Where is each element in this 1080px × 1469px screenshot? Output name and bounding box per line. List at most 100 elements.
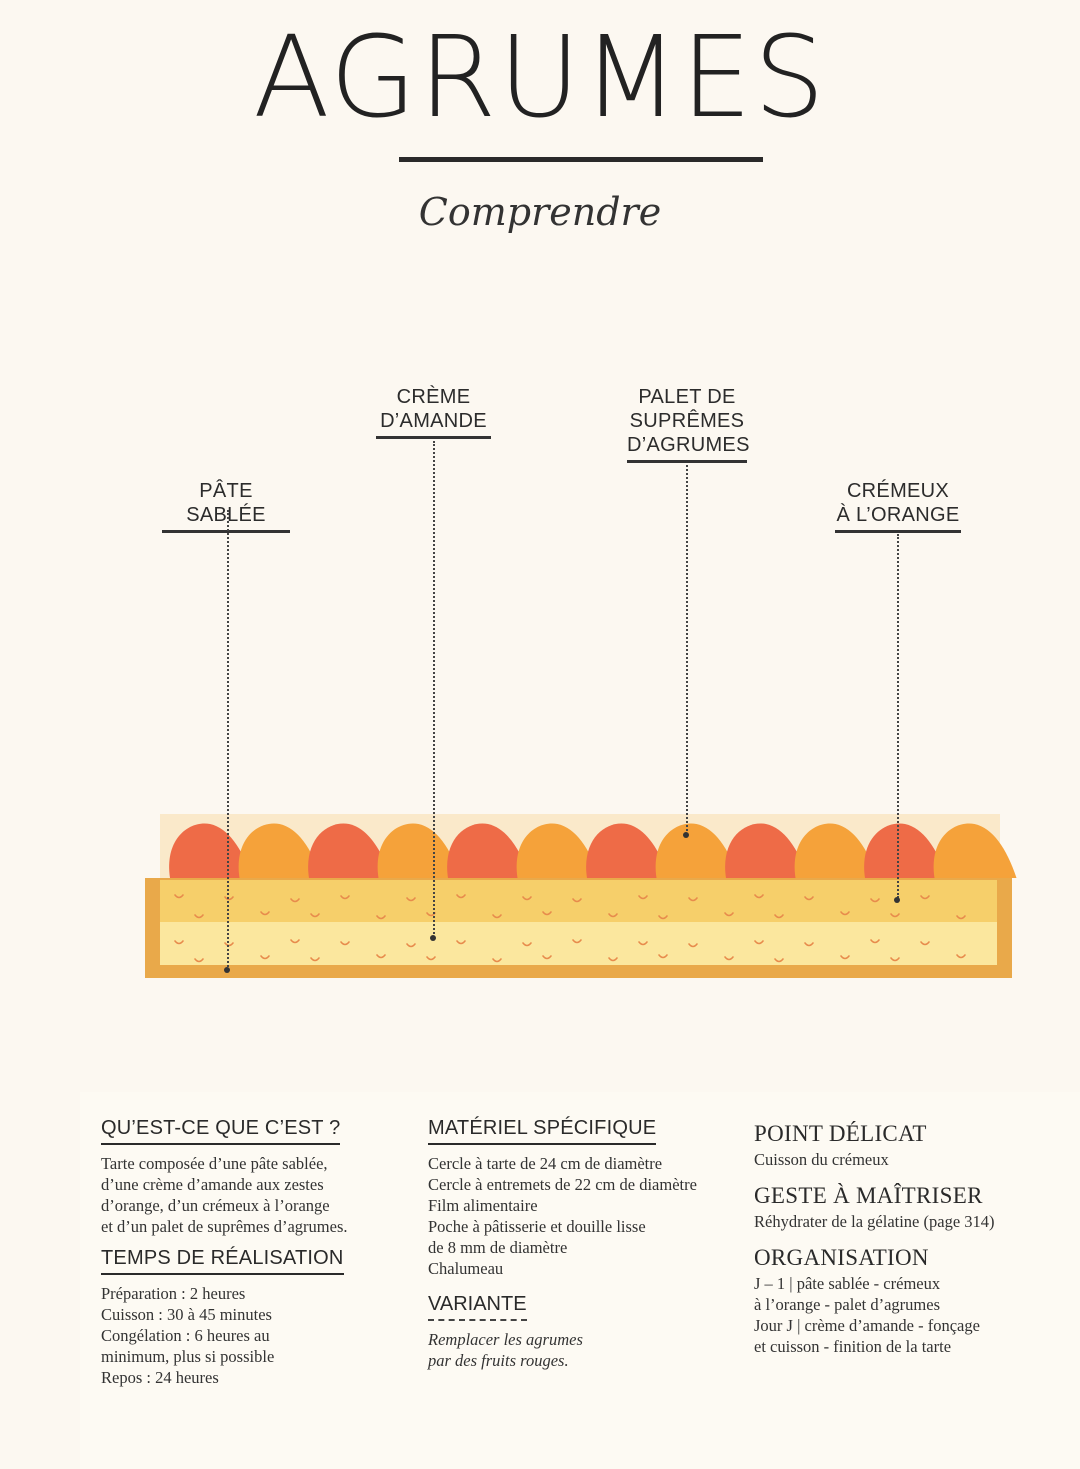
materiel-heading: MATÉRIEL SPÉCIFIQUE bbox=[428, 1117, 657, 1145]
leader-cremeux bbox=[897, 534, 899, 898]
zest-fleck bbox=[406, 897, 416, 902]
citrus-segment bbox=[169, 823, 252, 878]
leader-creme-amande bbox=[433, 441, 435, 938]
zest-fleck bbox=[754, 894, 764, 899]
materiel-text: Cercle à tarte de 24 cm de diamètre Cerc… bbox=[428, 1153, 697, 1279]
label-line: D’AMANDE bbox=[380, 410, 487, 432]
zest-fleck bbox=[774, 914, 784, 919]
citrus-segment bbox=[516, 823, 600, 878]
label-underline bbox=[627, 460, 747, 463]
zest-fleck bbox=[724, 956, 734, 961]
citrus-segment bbox=[586, 823, 669, 878]
time-text: Préparation : 2 heures Cuisson : 30 à 45… bbox=[101, 1283, 348, 1388]
time-line: Préparation : 2 heures bbox=[101, 1284, 246, 1303]
label-line: D’AGRUMES bbox=[627, 434, 750, 456]
zest-fleck bbox=[290, 898, 300, 903]
zest-fleck bbox=[426, 956, 436, 961]
label-line: PALET DE bbox=[638, 386, 736, 408]
citrus-segments bbox=[169, 823, 1017, 878]
zest-fleck bbox=[376, 954, 386, 959]
materiel-line: Poche à pâtisserie et douille lisse bbox=[428, 1217, 646, 1236]
label-line: CRÈME bbox=[396, 386, 471, 408]
zest-fleck bbox=[340, 895, 350, 900]
what-line: Tarte composée d’une pâte sablée, bbox=[101, 1154, 328, 1173]
info-column-1: QU’EST-CE QUE C’EST ? Tarte composée d’u… bbox=[101, 1117, 348, 1388]
materiel-line: Cercle à tarte de 24 cm de diamètre bbox=[428, 1154, 663, 1173]
what-line: d’orange, d’un crémeux à l’orange bbox=[101, 1196, 330, 1215]
tart-cross-section bbox=[145, 814, 1017, 978]
label-line: SUPRÊMES bbox=[629, 410, 745, 432]
leader-palet bbox=[686, 465, 688, 835]
point-line: Cuisson du crémeux bbox=[754, 1150, 889, 1169]
zest-fleck bbox=[406, 943, 416, 948]
info-column-2: MATÉRIEL SPÉCIFIQUE Cercle à tarte de 24… bbox=[428, 1117, 697, 1371]
label-underline bbox=[376, 436, 491, 439]
variante-line: par des fruits rouges. bbox=[428, 1351, 569, 1370]
zest-fleck bbox=[774, 958, 784, 963]
zest-fleck bbox=[194, 914, 204, 919]
zest-fleck bbox=[456, 940, 466, 945]
leader-dot-palet bbox=[683, 832, 689, 838]
citrus-segment bbox=[933, 823, 1017, 878]
zest-fleck bbox=[340, 941, 350, 946]
zest-fleck bbox=[804, 942, 814, 947]
label-pate-sablee: PÂTE SABLÉE bbox=[162, 479, 290, 533]
zest-fleck bbox=[194, 958, 204, 963]
citrus-segment bbox=[377, 823, 461, 878]
zest-fleck bbox=[890, 957, 900, 962]
orange-zest-flecks bbox=[174, 894, 966, 963]
zest-fleck bbox=[572, 898, 582, 903]
zest-fleck bbox=[840, 955, 850, 960]
citrus-segment bbox=[655, 823, 739, 878]
label-palet-supremes: PALET DE SUPRÊMES D’AGRUMES bbox=[627, 385, 750, 463]
title-underline bbox=[399, 157, 763, 162]
zest-fleck bbox=[608, 957, 618, 962]
zest-fleck bbox=[542, 911, 552, 916]
organisation-line: et cuisson - finition de la tarte bbox=[754, 1337, 952, 1356]
zest-fleck bbox=[608, 913, 618, 918]
citrus-segment bbox=[725, 823, 808, 878]
label-creme-amande: CRÈME D’AMANDE bbox=[376, 385, 491, 439]
zest-fleck bbox=[956, 954, 966, 959]
info-panel bbox=[80, 1092, 1080, 1469]
zest-fleck bbox=[290, 939, 300, 944]
time-line: minimum, plus si possible bbox=[101, 1347, 275, 1366]
crust-inner-layer bbox=[160, 922, 997, 965]
variante-heading: VARIANTE bbox=[428, 1293, 527, 1321]
organisation-line: Jour J | crème d’amande - fonçage bbox=[754, 1316, 980, 1335]
label-line: CRÉMEUX bbox=[846, 480, 950, 502]
what-line: d’une crème d’amande aux zestes bbox=[101, 1175, 324, 1194]
zest-fleck bbox=[522, 942, 532, 947]
citrus-segment bbox=[308, 823, 391, 878]
zest-fleck bbox=[920, 941, 930, 946]
label-underline bbox=[162, 530, 290, 533]
label-cremeux-orange: CRÉMEUX À L’ORANGE bbox=[835, 479, 961, 533]
zest-fleck bbox=[310, 957, 320, 962]
zest-fleck bbox=[456, 894, 466, 899]
page-subtitle: Comprendre bbox=[418, 190, 662, 234]
page-title: AGRUMES bbox=[253, 13, 827, 143]
leader-dot-pate bbox=[224, 967, 230, 973]
zest-fleck bbox=[688, 897, 698, 902]
organisation-line: à l’orange - palet d’agrumes bbox=[754, 1295, 940, 1314]
what-text: Tarte composée d’une pâte sablée, d’une … bbox=[101, 1153, 348, 1237]
time-line: Repos : 24 heures bbox=[101, 1368, 219, 1387]
variante-line: Remplacer les agrumes bbox=[428, 1330, 583, 1349]
citrus-segment bbox=[447, 823, 530, 878]
organisation-line: J – 1 | pâte sablée - crémeux bbox=[754, 1274, 941, 1293]
organisation-text: J – 1 | pâte sablée - crémeux à l’orange… bbox=[754, 1273, 995, 1357]
zest-fleck bbox=[492, 958, 502, 963]
zest-fleck bbox=[492, 914, 502, 919]
point-heading: POINT DÉLICAT bbox=[754, 1121, 927, 1146]
zest-fleck bbox=[224, 896, 234, 901]
zest-fleck bbox=[890, 913, 900, 918]
geste-line: Réhydrater de la gélatine (page 314) bbox=[754, 1212, 995, 1231]
geste-heading: GESTE À MAÎTRISER bbox=[754, 1183, 983, 1208]
time-line: Congélation : 6 heures au bbox=[101, 1326, 270, 1345]
what-heading: QU’EST-CE QUE C’EST ? bbox=[101, 1117, 341, 1145]
zest-fleck bbox=[840, 911, 850, 916]
materiel-line: de 8 mm de diamètre bbox=[428, 1238, 568, 1257]
zest-fleck bbox=[956, 915, 966, 920]
zest-fleck bbox=[804, 896, 814, 901]
label-underline bbox=[835, 530, 961, 533]
